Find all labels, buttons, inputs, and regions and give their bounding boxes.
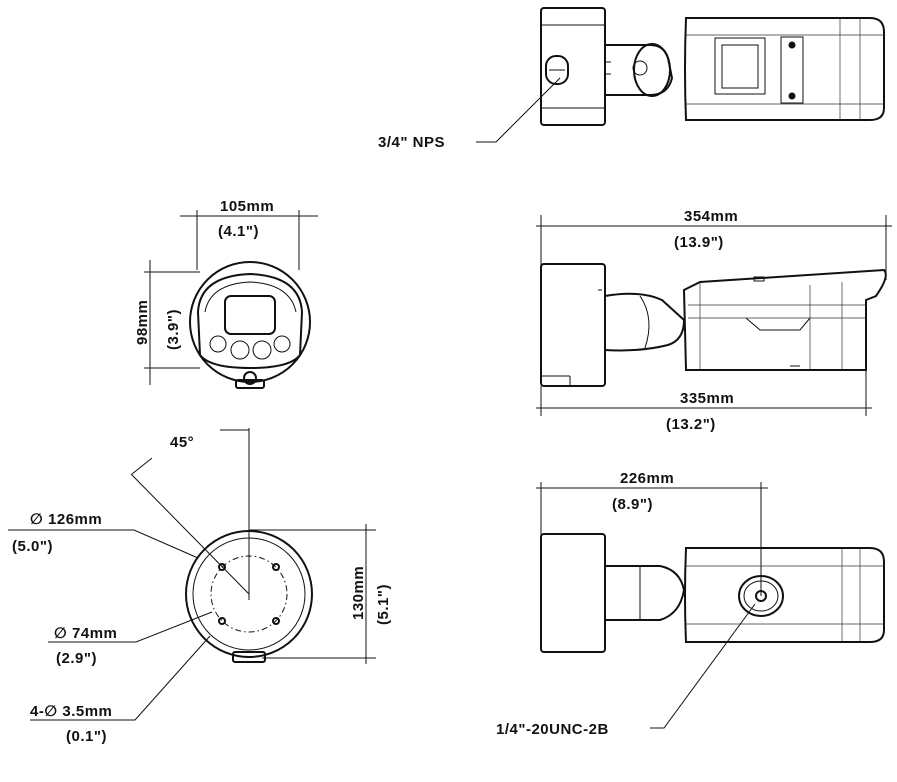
base-height-in: (5.1") [375,584,392,625]
bolt-circle-in: (2.9") [56,650,97,667]
bolt-circle [210,555,288,633]
ir-led-2 [230,340,250,360]
mount-hole-1 [218,563,226,571]
front-width-mm: 105mm [220,198,274,215]
top-plate [780,36,804,104]
nps-port-icon [545,55,569,85]
mount-hole-4 [272,617,280,625]
top-window [721,44,759,89]
junction-box [540,7,606,126]
mount-offset-mm: 226mm [620,470,674,487]
body-length-in: (13.2") [666,416,716,433]
body-length-mm: 335mm [680,390,734,407]
overall-length-mm: 354mm [684,208,738,225]
base-view: 45° 130mm (5.1") ∅ 126mm (5.0") ∅ 74mm (… [8,428,392,745]
tripod-thread-label: 1/4"-20UNC-2B [496,721,609,738]
front-height-in: (3.9") [165,309,182,350]
outer-dia-mm: ∅ 126mm [30,511,102,528]
front-outline [189,261,311,383]
holes-mm: 4-∅ 3.5mm [30,703,112,720]
mount-hole-3 [218,617,226,625]
outer-dia-in: (5.0") [12,538,53,555]
bolt-circle-mm: ∅ 74mm [54,625,117,642]
front-width-in: (4.1") [218,223,259,240]
thread-label: 3/4" NPS [378,134,445,151]
front-lens-window [224,295,276,335]
overall-length-in: (13.9") [674,234,724,251]
tripod-socket-icon [738,575,784,617]
ir-led-3 [252,340,272,360]
top-view: 3/4" NPS [378,7,885,151]
base-height-mm: 130mm [350,566,367,620]
ir-led-1 [209,335,227,353]
base-plate [185,530,313,658]
holes-in: (0.1") [66,728,107,745]
mount-offset-in: (8.9") [612,496,653,513]
bottom-view: 226mm (8.9") 1/4"-20UNC-2B [496,470,885,738]
side-view: 354mm (13.9") 335mm (13.2") [536,208,892,433]
side-junction-box [540,263,606,387]
angle-label: 45° [170,434,194,451]
mount-hole-2 [272,563,280,571]
front-height-mm: 98mm [134,300,151,345]
bottom-junction-box [540,533,606,653]
front-view: 105mm (4.1") 98mm (3.9") [134,198,318,389]
ir-led-4 [273,335,291,353]
